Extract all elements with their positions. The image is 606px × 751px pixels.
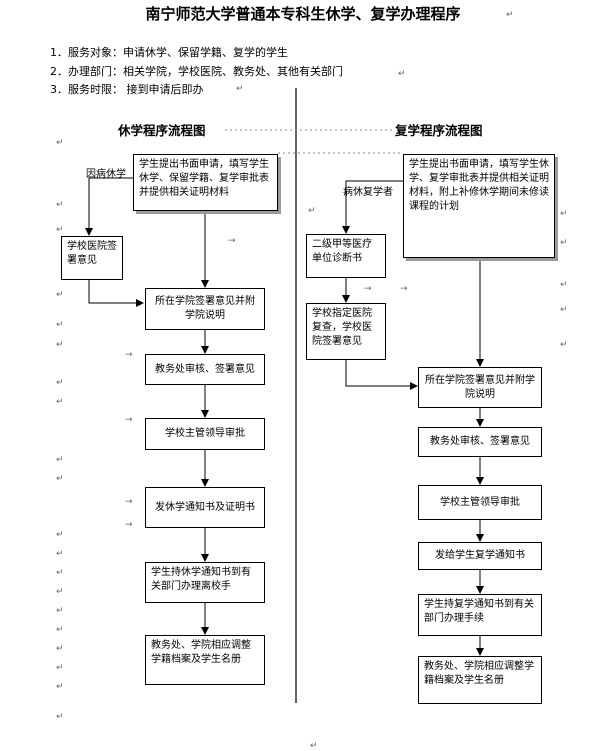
- suspend-step-hospital: 学校医院签署意见: [61, 236, 123, 280]
- resume-step-hospital-diagnosis: 二级甲等医疗单位诊断书: [306, 234, 386, 278]
- note-illness-resume: 病休复学者: [343, 187, 393, 198]
- resume-step-school-hospital: 学校指定医院复查，学校医院签署意见: [306, 303, 386, 360]
- resume-flow-heading: 复学程序流程图: [395, 123, 483, 138]
- resume-step-notice: 发给学生复学通知书: [418, 542, 542, 570]
- resume-step-procedures: 学生持复学通知书到有关部门办理手续: [418, 594, 542, 636]
- suspend-flow-heading: 休学程序流程图: [118, 123, 206, 138]
- suspend-step-college: 所在学院签署意见并附学院说明: [145, 288, 265, 330]
- suspend-step-notice: 发休学通知书及证明书: [145, 487, 265, 528]
- info-line-service-target: 1．服务对象：申请休学、保留学籍、复学的学生: [50, 46, 288, 59]
- suspend-step-apply: 学生提出书面申请，填写学生休学、保留学籍、复学审批表并提供相关证明材料: [133, 154, 278, 211]
- note-illness-suspend: 因病休学: [86, 169, 126, 180]
- suspend-step-academic-affairs: 教务处审核、签署意见: [145, 354, 265, 385]
- resume-step-final: 教务处、学院相应调整学籍档案及学生名册: [418, 656, 542, 704]
- page-title: 南宁师范大学普通本专科生休学、复学办理程序: [145, 5, 461, 23]
- resume-step-college: 所在学院签署意见并附学院说明: [418, 367, 542, 408]
- suspend-step-final: 教务处、学院相应调整学籍档案及学生名册: [145, 635, 265, 685]
- resume-step-leader: 学校主管领导审批: [418, 485, 542, 520]
- info-line-departments: 2．办理部门：相关学院，学校医院、教务处、其他有关部门: [50, 65, 343, 78]
- resume-step-academic-affairs: 教务处审核、签署意见: [418, 427, 542, 457]
- resume-step-apply: 学生提出书面申请，填写学生休学、复学审批表并提供相关证明材料，附上补修休学期间未…: [403, 154, 555, 258]
- suspend-step-leave: 学生持休学通知书到有关部门办理离校手: [145, 562, 265, 603]
- suspend-step-leader: 学校主管领导审批: [145, 418, 265, 450]
- info-line-time-limit: 3．服务时限： 接到申请后即办: [50, 83, 204, 96]
